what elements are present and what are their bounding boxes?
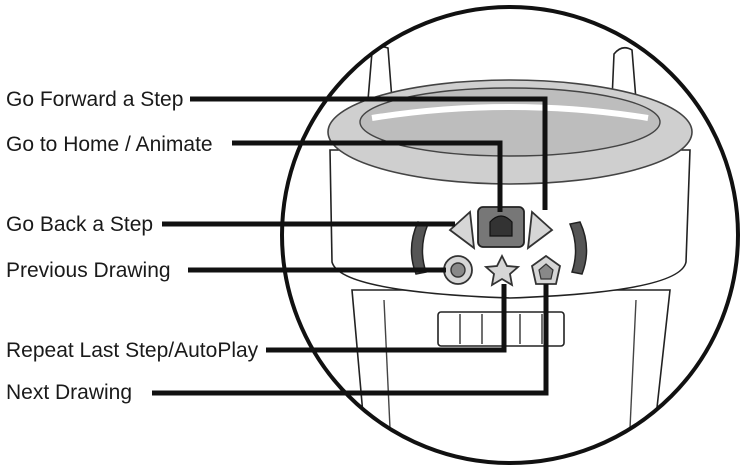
connector-block (437, 311, 565, 347)
leader-home (232, 140, 503, 212)
magnifier-circle (280, 5, 740, 465)
home-icon (489, 215, 513, 237)
back-arrow-button[interactable] (448, 210, 476, 250)
leader-repeat (266, 284, 507, 353)
leader-next (152, 284, 549, 396)
leader-forward (190, 96, 548, 210)
device-illustration (327, 45, 693, 463)
previous-drawing-icon (450, 262, 466, 278)
label-back: Go Back a Step (6, 213, 153, 236)
forward-arrow-button[interactable] (526, 210, 554, 250)
label-repeat: Repeat Last Step/AutoPlay (6, 339, 259, 362)
lid-highlight (371, 104, 649, 121)
repeat-star-button[interactable] (483, 253, 521, 287)
next-drawing-icon (538, 263, 554, 280)
right-grip (568, 221, 588, 275)
label-previous: Previous Drawing (6, 259, 171, 282)
label-home: Go to Home / Animate (6, 133, 213, 156)
label-forward: Go Forward a Step (6, 88, 183, 111)
label-next: Next Drawing (6, 381, 132, 404)
right-prong (611, 46, 637, 101)
lid-recess (359, 87, 661, 157)
